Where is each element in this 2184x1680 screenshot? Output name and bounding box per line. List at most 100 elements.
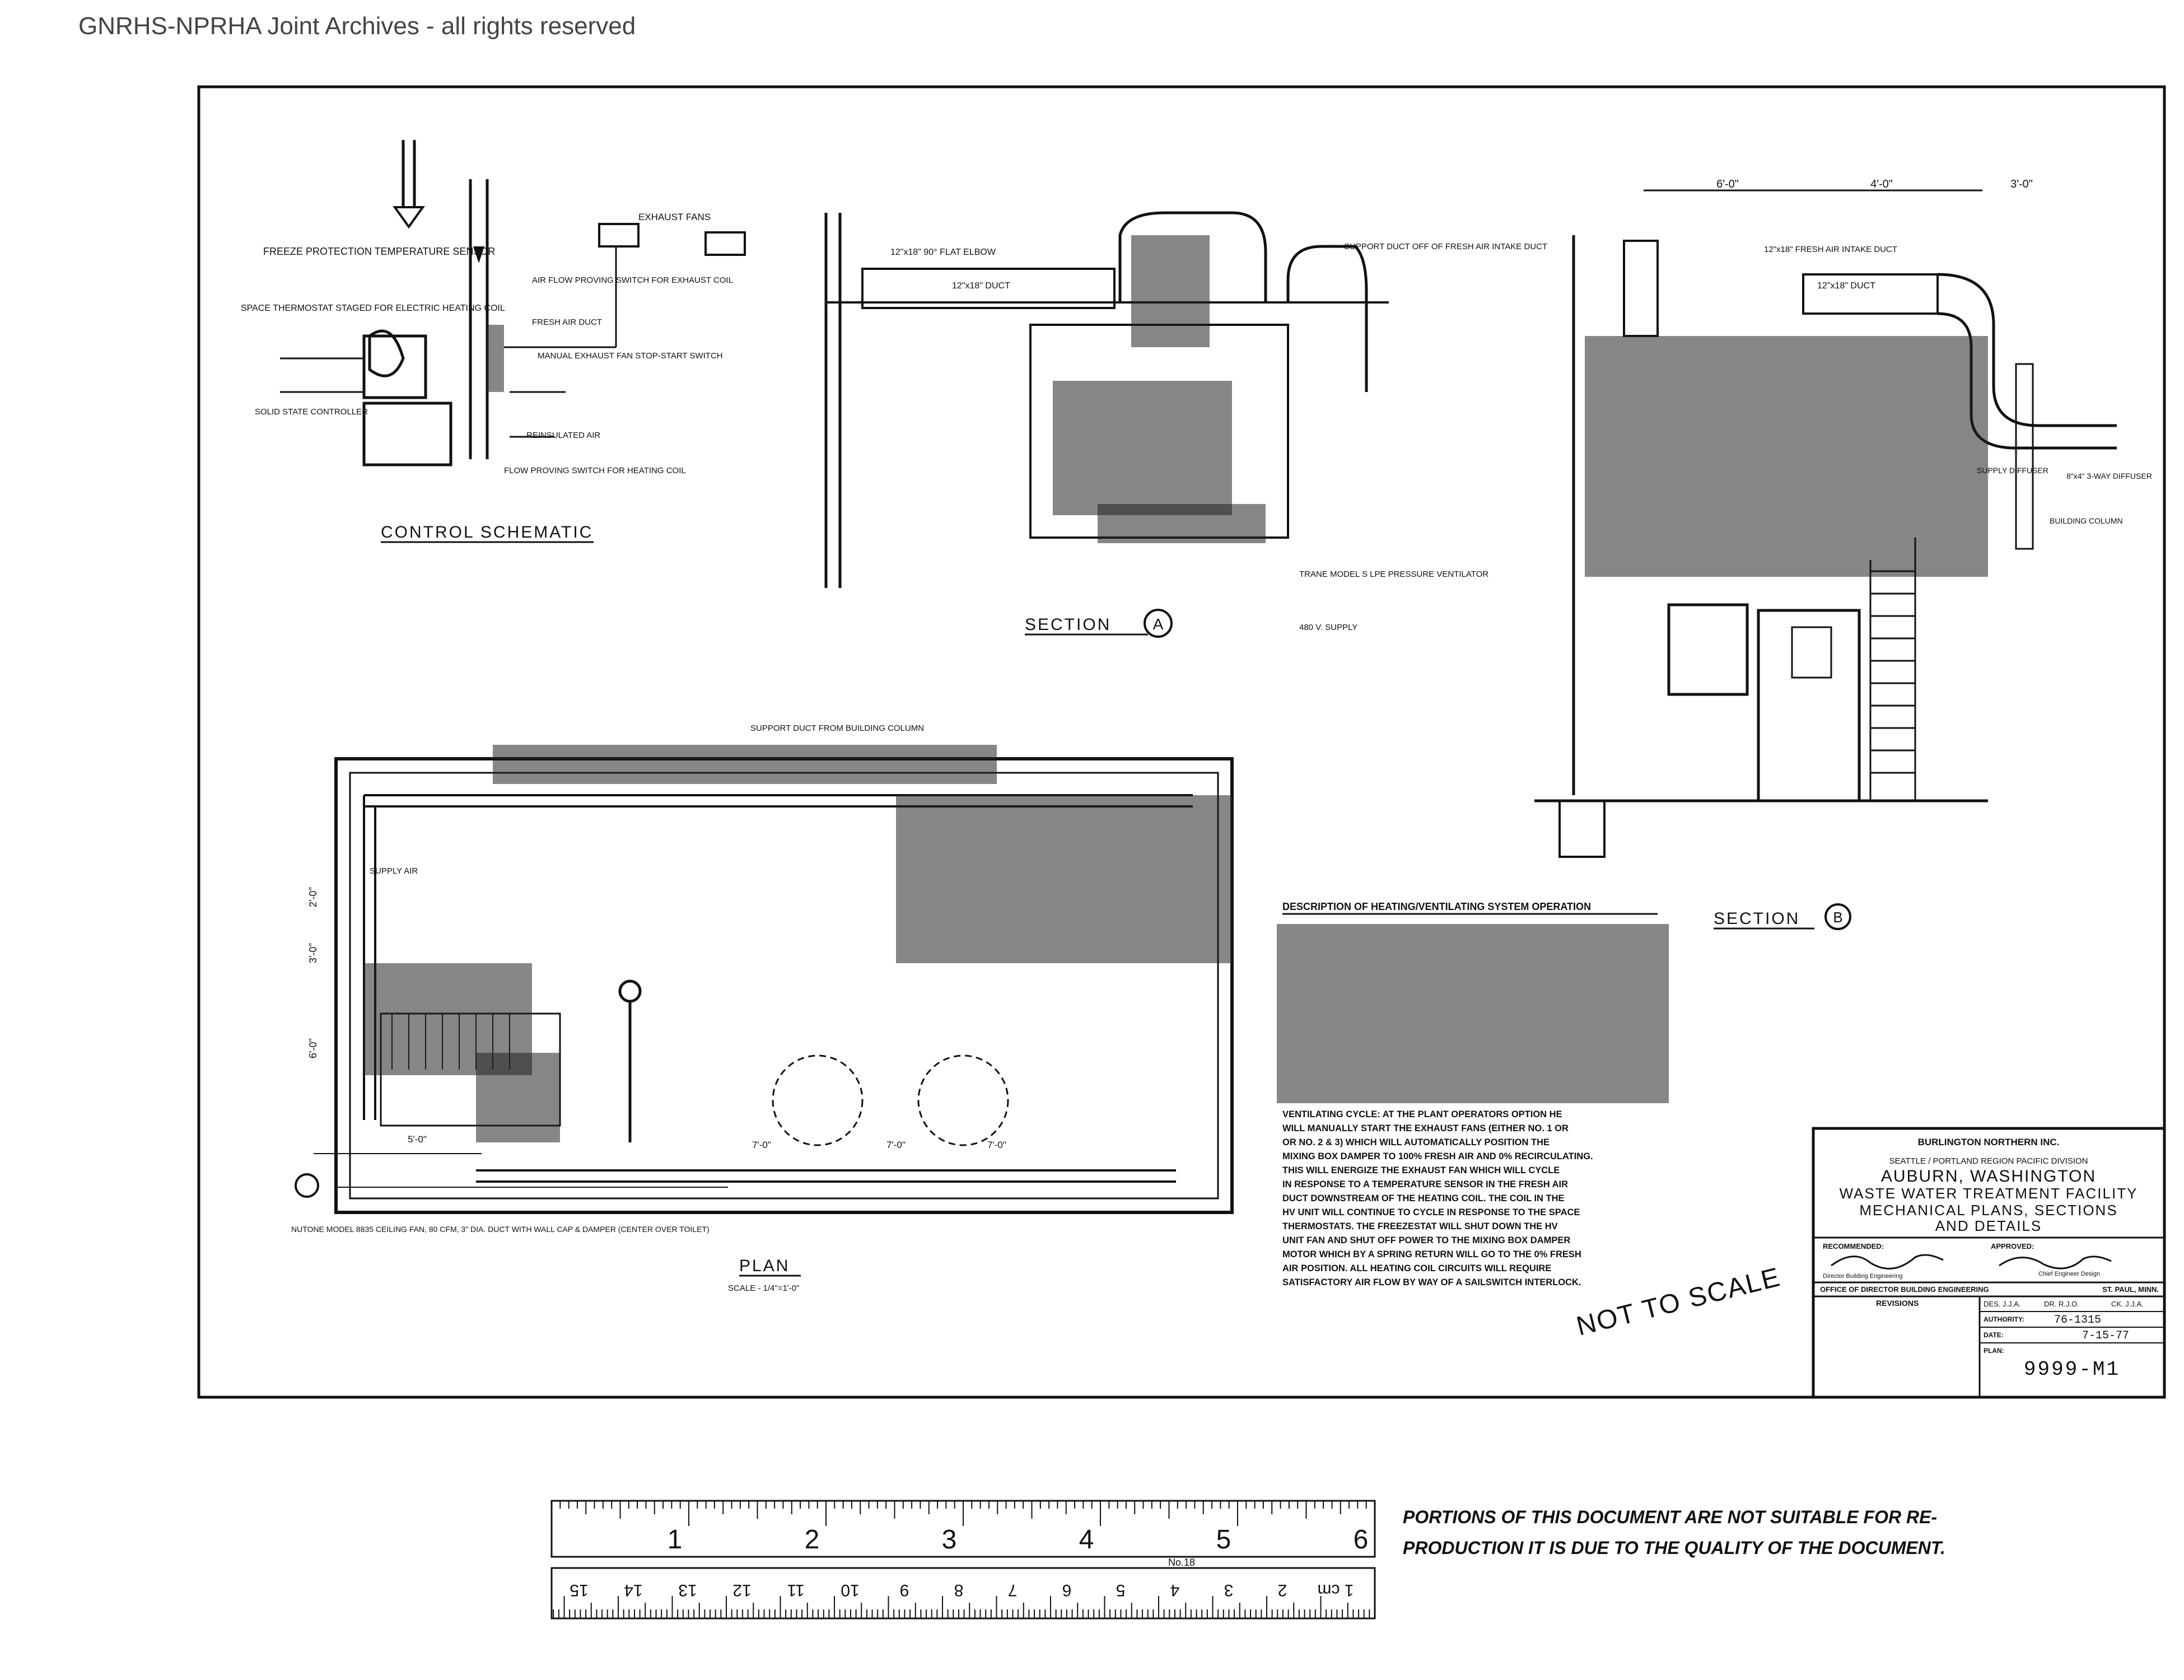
ruler-cm-label: 12 xyxy=(732,1581,751,1599)
ruler-cm-label: 15 xyxy=(570,1581,588,1599)
ruler-inch-label: 6 xyxy=(1354,1525,1369,1555)
plan-scale: SCALE - 1/4"=1'-0" xyxy=(728,1284,799,1293)
description-line: OR NO. 2 & 3) WHICH WILL AUTOMATICALLY P… xyxy=(1282,1137,1550,1147)
ruler-cm-label: 6 xyxy=(1062,1581,1072,1599)
note-space-thermostat: SPACE THERMOSTAT STAGED FOR ELECTRIC HEA… xyxy=(241,304,505,313)
ruler-cm-label: 9 xyxy=(900,1581,909,1599)
tb-subject-2: AND DETAILS xyxy=(1935,1217,2042,1234)
note-freeze-protection: FREEZE PROTECTION TEMPERATURE SENSOR xyxy=(263,246,495,257)
tb-company: BURLINGTON NORTHERN INC. xyxy=(1918,1137,2060,1147)
description-line: MOTOR WHICH BY A SPRING RETURN WILL GO T… xyxy=(1282,1249,1581,1259)
title-block: BURLINGTON NORTHERN INC. SEATTLE / PORTL… xyxy=(1812,1127,2166,1399)
ruler-cm-label: 11 xyxy=(787,1581,804,1599)
dim-plan-3: 7'-0" xyxy=(886,1140,906,1150)
ruler-inch-label: 5 xyxy=(1216,1525,1231,1555)
ruler-inch-label: 3 xyxy=(942,1525,957,1555)
not-to-scale-stamp: NOT TO SCALE xyxy=(1574,1262,1784,1342)
tb-date: 7-15-77 xyxy=(2082,1329,2129,1342)
description-line: VENTILATING CYCLE: AT THE PLANT OPERATOR… xyxy=(1282,1109,1562,1119)
tb-recommended: RECOMMENDED: xyxy=(1823,1242,1884,1250)
description-line: THIS WILL ENERGIZE THE EXHAUST FAN WHICH… xyxy=(1282,1165,1560,1175)
ruler-inch-label: 4 xyxy=(1079,1525,1094,1555)
system-description: DESCRIPTION OF HEATING/VENTILATING SYSTE… xyxy=(1277,901,1669,1287)
note-reinsulated-air: REINSULATED AIR xyxy=(526,431,600,440)
note-nutone-fan: NUTONE MODEL 8835 CEILING FAN, 80 CFM, 3… xyxy=(291,1225,710,1234)
note-support-from-column: SUPPORT DUCT FROM BUILDING COLUMN xyxy=(750,724,924,733)
section-b-mark: B xyxy=(1833,909,1842,926)
recommended-signature xyxy=(1831,1254,1944,1270)
tb-revisions: REVISIONS xyxy=(1876,1299,1919,1308)
dim-b-2: 4'-0" xyxy=(1870,178,1893,190)
ruler-cm-label: 2 xyxy=(1278,1581,1287,1599)
note-trane-model: TRANE MODEL S LPE PRESSURE VENTILATOR xyxy=(1299,570,1488,579)
control-schematic: FREEZE PROTECTION TEMPERATURE SENSOR SPA… xyxy=(241,140,746,543)
dim-b-3: 3'-0" xyxy=(2010,178,2033,190)
note-duct-a: 12"x18" DUCT xyxy=(952,281,1010,291)
scan-notice: PORTIONS OF THIS DOCUMENT ARE NOT SUITAB… xyxy=(1403,1507,1945,1558)
tb-approved-title: Chief Engineer Design xyxy=(2038,1271,2100,1277)
description-line: IN RESPONSE TO A TEMPERATURE SENSOR IN T… xyxy=(1282,1179,1568,1189)
tb-plan-label: PLAN: xyxy=(1984,1347,2004,1355)
note-3way-diffuser: 8"x4" 3-WAY DIFFUSER xyxy=(2066,472,2152,480)
description-line: HV UNIT WILL CONTINUE TO CYCLE IN RESPON… xyxy=(1282,1207,1580,1217)
tb-office: OFFICE OF DIRECTOR BUILDING ENGINEERING xyxy=(1820,1285,1989,1294)
dim-plan-4: 7'-0" xyxy=(987,1140,1006,1150)
plan-view: 5'-0" 7'-0" 7'-0" 7'-0" 6'-0" 2'-0" 3'-0… xyxy=(291,724,1839,1293)
description-line: DUCT DOWNSTREAM OF THE HEATING COIL. THE… xyxy=(1282,1193,1565,1203)
note-duct-b: 12"x18" DUCT xyxy=(1817,281,1875,291)
note-solid-state-controller: SOLID STATE CONTROLLER xyxy=(255,407,368,417)
ruler-cm-label: 1 cm xyxy=(1317,1581,1354,1599)
section-b: 6'-0" 4'-0" 3'-0" 12"x18" FRESH AIR INTA… xyxy=(1534,178,2152,930)
description-line: WILL MANUALLY START THE EXHAUST FANS (EI… xyxy=(1282,1123,1569,1133)
tb-plan-number: 9999-M1 xyxy=(2024,1358,2120,1381)
archive-watermark: GNRHS-NPRHA Joint Archives - all rights … xyxy=(78,12,636,40)
description-line: THERMOSTATS. THE FREEZESTAT WILL SHUT DO… xyxy=(1282,1221,1558,1231)
ruler-cm-label: 10 xyxy=(841,1581,859,1599)
tb-location: AUBURN, WASHINGTON xyxy=(1881,1167,2096,1186)
description-line: AIR POSITION. ALL HEATING COIL CIRCUITS … xyxy=(1282,1263,1551,1273)
note-exhaust-fans: EXHAUST FANS xyxy=(638,212,711,222)
note-flow-proving: FLOW PROVING SWITCH FOR HEATING COIL xyxy=(504,466,686,475)
note-fresh-air-duct: FRESH AIR DUCT xyxy=(532,318,602,327)
description-line: SATISFACTORY AIR FLOW BY WAY OF A SAILSW… xyxy=(1282,1277,1581,1287)
note-fresh-air-intake: 12"x18" FRESH AIR INTAKE DUCT xyxy=(1764,245,1897,254)
description-line: MIXING BOX DAMPER TO 100% FRESH AIR AND … xyxy=(1282,1151,1593,1161)
plan-title: PLAN xyxy=(739,1257,790,1275)
note-building-column: BUILDING COLUMN xyxy=(2050,516,2123,525)
ruler-inch-label: 1 xyxy=(668,1525,683,1555)
dim-plan-7: 3'-0" xyxy=(307,943,319,963)
ruler-cm-label: 4 xyxy=(1170,1581,1180,1599)
note-manual-switch: MANUAL EXHAUST FAN STOP-START SWITCH xyxy=(538,351,723,361)
note-supply-air: SUPPLY AIR xyxy=(370,866,418,876)
note-supply-diffuser: SUPPLY DIFFUSER xyxy=(1977,466,2048,475)
note-flat-elbow: 12"x18" 90° FLAT ELBOW xyxy=(890,248,996,257)
ruler-cm-label: 13 xyxy=(678,1581,697,1599)
approved-signature xyxy=(1999,1256,2112,1270)
tb-date-label: DATE: xyxy=(1984,1331,2004,1339)
section-a: 12"x18" 90° FLAT ELBOW 12"x18" DUCT SUPP… xyxy=(824,211,1547,638)
tb-checker: CK. J.J.A. xyxy=(2111,1300,2144,1308)
dim-plan-1: 5'-0" xyxy=(408,1134,427,1145)
tb-designer: DES. J.J.A. xyxy=(1984,1300,2020,1308)
section-a-title: SECTION xyxy=(1025,615,1111,634)
description-title: DESCRIPTION OF HEATING/VENTILATING SYSTE… xyxy=(1282,901,1591,912)
ruler-cm-label: 3 xyxy=(1224,1581,1234,1599)
ruler-cm-label: 8 xyxy=(954,1581,964,1599)
ruler-cm-label: 5 xyxy=(1116,1581,1126,1599)
dim-plan-6: 2'-0" xyxy=(307,887,319,907)
note-supply-480v: 480 V. SUPPLY xyxy=(1299,623,1357,632)
description-line: UNIT FAN AND SHUT OFF POWER TO THE MIXIN… xyxy=(1282,1235,1570,1245)
ruler-cm-label: 14 xyxy=(624,1581,642,1599)
section-a-mark: A xyxy=(1153,615,1164,633)
ruler-inch-label: 2 xyxy=(805,1525,820,1555)
tb-authority: 76-1315 xyxy=(2054,1314,2101,1327)
tb-facility: WASTE WATER TREATMENT FACILITY xyxy=(1840,1185,2138,1202)
note-air-flow-switch: AIR FLOW PROVING SWITCH FOR EXHAUST COIL xyxy=(532,276,733,285)
section-b-title: SECTION xyxy=(1714,909,1800,928)
sheet-border xyxy=(197,85,2166,1399)
tb-drafter: DR. R.J.O. xyxy=(2044,1300,2079,1308)
tb-approved: APPROVED: xyxy=(1991,1242,2034,1250)
notice-line-2: PRODUCTION IT IS DUE TO THE QUALITY OF T… xyxy=(1403,1538,1945,1558)
tb-city: ST. PAUL, MINN. xyxy=(2102,1285,2159,1294)
